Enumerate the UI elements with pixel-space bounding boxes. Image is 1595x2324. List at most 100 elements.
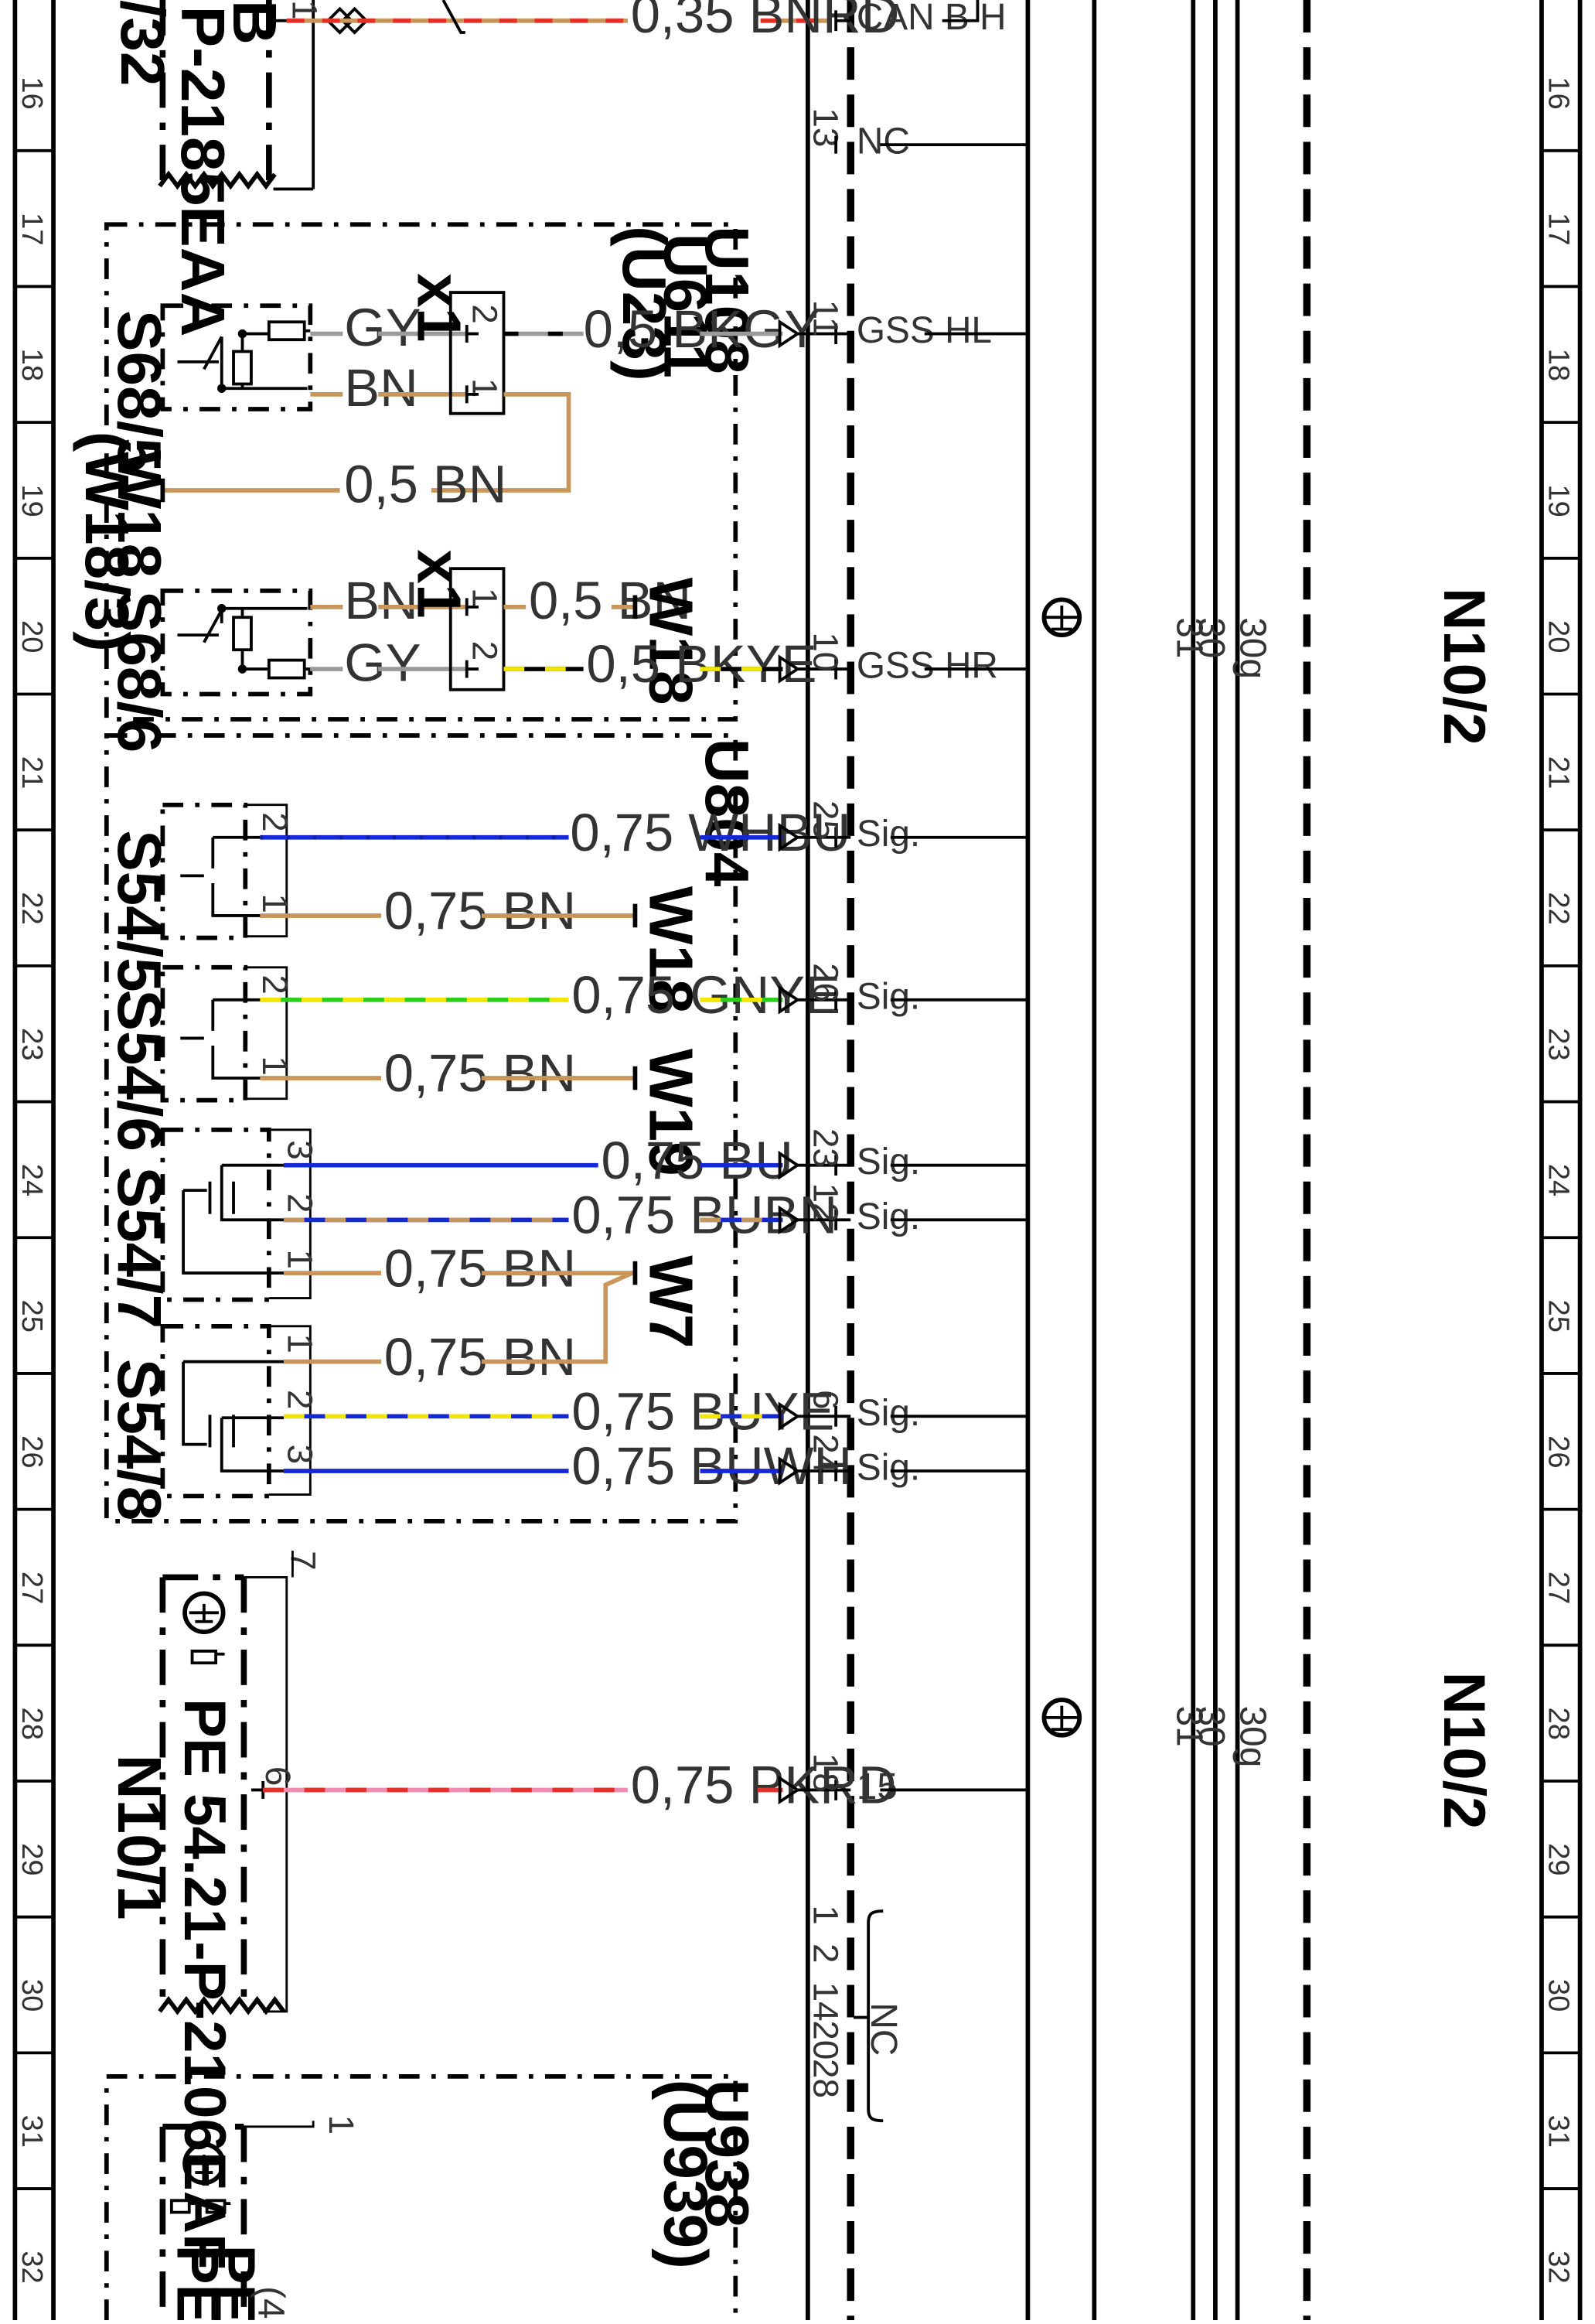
component-label-b: B	[220, 0, 290, 45]
grid-number-31: 31	[15, 2115, 49, 2148]
pin-number: 13	[806, 107, 846, 147]
reference-pe: PE 4	[201, 2245, 267, 2320]
grid-number-20: 20	[1542, 620, 1575, 653]
connector-x1: x1 1 2	[405, 549, 506, 691]
grid-number-19: 19	[1542, 484, 1575, 517]
pin-number: 7	[284, 1551, 323, 1571]
wire-label-bn: 0,5 BN	[344, 454, 506, 514]
wire-bn	[481, 1271, 633, 1364]
grid-number-26: 26	[1542, 1435, 1575, 1468]
pin-number: 11	[806, 300, 846, 337]
pin-number: 14	[806, 1982, 846, 2022]
pin-number: 1	[806, 1905, 846, 1925]
switch-s54-6: S54/6 2 1	[105, 964, 295, 1152]
grid-number-28: 28	[1542, 1708, 1575, 1740]
pin-number: 1	[322, 2115, 361, 2135]
component-label-n10-1: N10/1	[105, 1755, 175, 1920]
grid-number-31: 31	[1542, 2115, 1575, 2148]
wire-label-buye: 0,75 BUYE	[571, 1382, 834, 1442]
signal-sig: Sig.	[857, 1142, 920, 1182]
wire-label-bkgy: 0,5 BKGY	[584, 299, 820, 359]
ground-symbol-icon	[1041, 1698, 1082, 1738]
component-label-u939: (U939)	[652, 2080, 721, 2269]
wire-label-bn: 0,75 BN	[384, 1327, 576, 1387]
pin-number: 18	[806, 1753, 846, 1793]
wire-label-bn: 0,5 BN	[529, 571, 691, 630]
signal-can-b-h: CAN B H	[857, 0, 1007, 38]
reference-fragment: (4	[250, 2286, 291, 2319]
component-label-s54-6: S54/6	[105, 989, 175, 1152]
signal-sig: Sig.	[857, 1447, 920, 1488]
pin-number: 2	[465, 641, 504, 661]
grid-number-25: 25	[15, 1299, 49, 1332]
grid-number-16: 16	[1542, 77, 1575, 109]
pin-number: 20	[806, 2020, 846, 2060]
pin-number: 2	[281, 1193, 320, 1213]
component-label-w19: W19	[637, 1049, 707, 1176]
signal-nc: NC	[857, 121, 910, 162]
switch-s54-7: S54/7 3 2 1	[105, 1127, 320, 1329]
connector-label-x1: x1	[405, 549, 475, 618]
signal-gss-hl: GSS HL	[857, 310, 992, 351]
component-label-w18: W18	[105, 450, 175, 578]
grid-number-29: 29	[1542, 1843, 1575, 1875]
bus-label-30: 30	[1191, 617, 1232, 658]
component-label-s54-7: S54/7	[105, 1167, 175, 1329]
component-label-s54-8: S54/8	[105, 1359, 175, 1521]
n10-1-module: 7 6 N10/1 PE 54.21-P-2106EAF	[105, 1551, 322, 2270]
bus-label-30g: 30g	[1232, 1706, 1273, 1768]
signal-sig: Sig.	[857, 814, 920, 855]
component-label-n10-2: N10/2	[1431, 588, 1497, 746]
grid-number-28: 28	[15, 1708, 49, 1740]
grid-number-27: 27	[15, 1572, 49, 1604]
nc-pin-group: 1 2 14 20 28 NC	[806, 1905, 904, 2123]
grid-number-17: 17	[1542, 213, 1575, 245]
grid-number-17: 17	[15, 213, 49, 245]
pin-number: 28	[806, 2059, 846, 2098]
pin-number: 6	[806, 1390, 846, 1410]
component-label-u23: (U23)	[610, 226, 680, 381]
wire-label-whbu: 0,75 WHBU	[570, 803, 850, 862]
grid-number-16: 16	[15, 77, 49, 109]
top-component-fragment: B /32 P-2185EAA 1	[108, 0, 369, 337]
pin-number: 2	[255, 812, 295, 832]
meter-symbol-icon	[182, 2141, 226, 2186]
pin-number: 2	[806, 1943, 846, 1964]
pin-number: 24	[806, 1434, 846, 1473]
grid-number-32: 32	[1542, 2251, 1575, 2283]
wire-color-bn: BN	[344, 358, 417, 418]
pin-number: 2	[281, 1390, 320, 1410]
u108-module-box: U108 U611 (U23)	[104, 222, 762, 722]
pin-number: 23	[806, 1128, 846, 1168]
n10-2-structure	[806, 0, 1311, 2320]
pin-number: 1	[465, 588, 504, 608]
grid-number-30: 30	[1542, 1979, 1575, 2012]
reference-pe-2106eaf: PE 54.21-P-2106EAF	[172, 1698, 237, 2270]
meter-symbol-icon	[182, 1591, 226, 1634]
grid-number-23: 23	[1542, 1028, 1575, 1060]
wire-label-bkye: 0,5 BKYE	[586, 634, 816, 694]
wire-color-gy: GY	[344, 633, 421, 692]
component-label-u611: U611	[652, 234, 721, 378]
component-label-s54-5: S54/5	[105, 830, 175, 992]
pin-number: 2	[255, 974, 295, 995]
signal-nc: NC	[863, 2002, 904, 2056]
wire-label-bnrd: 0,35 BNRD	[631, 0, 900, 44]
pin-number: 10	[806, 632, 846, 671]
grid-number-27: 27	[1542, 1572, 1575, 1604]
wire-color-bn: BN	[344, 571, 417, 630]
pin-number: 1	[255, 1056, 295, 1076]
wire-label-bu: 0,75 BU	[602, 1131, 793, 1190]
left-grid-strip: 16 17 18 19 20 21 22 23 24 25 26 27 28 2…	[12, 0, 56, 2320]
pin-number: 1	[281, 1333, 320, 1353]
switch-s54-8: S54/8 1 2 3	[105, 1323, 320, 1521]
grid-number-21: 21	[1542, 756, 1575, 789]
component-label-s68-6: S68/6	[105, 591, 175, 753]
component-label-pe-2185eaa: P-2185EAA	[169, 6, 238, 337]
grid-number-26: 26	[15, 1435, 49, 1468]
component-label-w18: W18	[637, 886, 707, 1014]
pin-number: 3	[281, 1445, 320, 1465]
wire-label-bn: 0,75 BN	[384, 1043, 576, 1103]
pin-number: 2	[465, 304, 504, 324]
